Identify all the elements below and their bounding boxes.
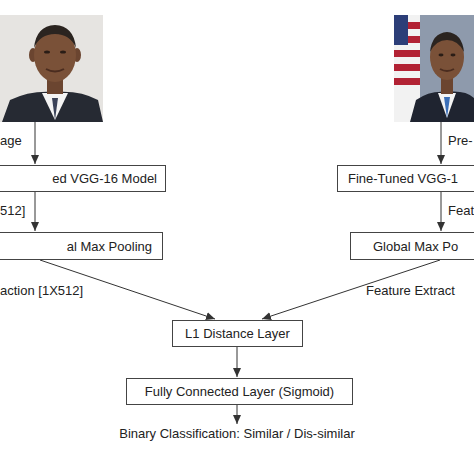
edge-label: 512] xyxy=(0,203,25,218)
box-text: L1 Distance Layer xyxy=(185,326,290,341)
process-box: Global Max Po xyxy=(350,232,474,260)
process-box: Fully Connected Layer (Sigmoid) xyxy=(126,378,353,405)
text-label: Pre- xyxy=(448,133,473,148)
edge-label: action [1X512] xyxy=(0,283,83,298)
box-text: Fully Connected Layer (Sigmoid) xyxy=(145,384,334,399)
input-arrow xyxy=(441,122,442,164)
process-box: Fine-Tuned VGG-1 xyxy=(337,165,474,192)
text-label: age xyxy=(0,133,22,148)
edge-label: Feature Extract xyxy=(366,283,455,298)
box-text: Global Max Po xyxy=(373,239,458,254)
process-box: L1 Distance Layer xyxy=(172,320,303,347)
process-box: ed VGG-16 Model xyxy=(0,165,166,192)
face-photo-left xyxy=(0,15,103,122)
process-box: al Max Pooling xyxy=(0,232,163,260)
output-arrow xyxy=(237,405,238,424)
edge-label: Feat xyxy=(448,203,474,218)
box-text: al Max Pooling xyxy=(67,239,152,254)
input-arrow xyxy=(35,122,36,164)
connector-arrow xyxy=(441,192,442,231)
connector-arrow xyxy=(237,347,238,377)
connector-arrow xyxy=(35,192,36,231)
face-photo-right xyxy=(394,15,474,122)
box-text: Fine-Tuned VGG-1 xyxy=(348,171,458,186)
box-text: ed VGG-16 Model xyxy=(52,171,157,186)
text-label: Binary Classification: Similar / Dis-sim… xyxy=(0,426,474,441)
